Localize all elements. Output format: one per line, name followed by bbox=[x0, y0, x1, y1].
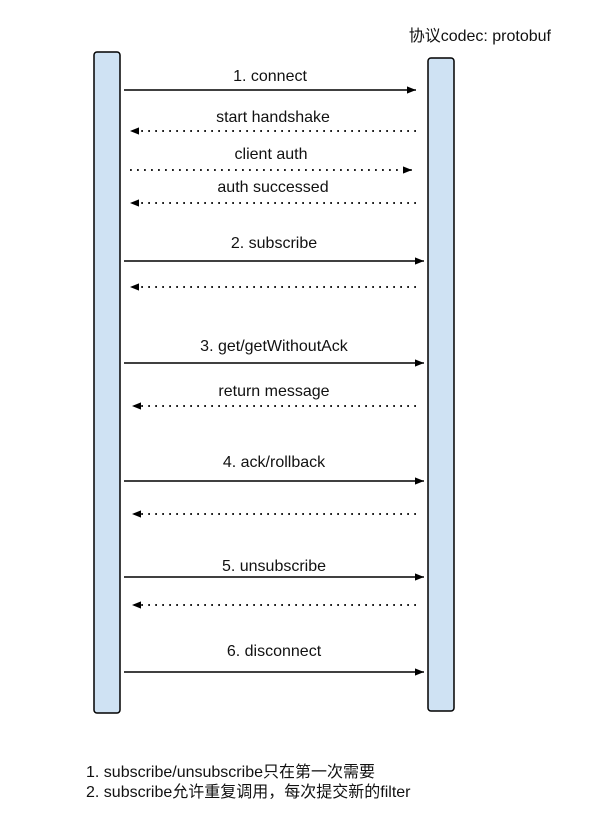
message-label-client-auth: client auth bbox=[235, 146, 308, 163]
message-label-unsubscribe: 5. unsubscribe bbox=[222, 558, 326, 575]
messages-layer: 1. connect start handshake client auth auth… bbox=[124, 68, 424, 676]
client-lifeline bbox=[93, 51, 121, 714]
server-lifeline bbox=[427, 57, 455, 712]
codec-title: 协议codec: protobuf bbox=[408, 28, 551, 45]
message-label-connect: 1. connect bbox=[233, 68, 307, 85]
note-item: 2. subscribe允许重复调用，每次提交新的filter bbox=[86, 784, 411, 801]
message-label-auth-successed: auth successed bbox=[217, 179, 328, 196]
message-label-subscribe: 2. subscribe bbox=[231, 235, 317, 252]
notes: 1. subscribe/unsubscribe只在第一次需要 2. subsc… bbox=[86, 763, 411, 803]
message-label-return-message: return message bbox=[218, 383, 329, 400]
note-item: 1. subscribe/unsubscribe只在第一次需要 bbox=[86, 764, 375, 781]
message-label-ack: 4. ack/rollback bbox=[223, 454, 326, 471]
message-label-get: 3. get/getWithoutAck bbox=[200, 338, 349, 355]
message-label-disconnect: 6. disconnect bbox=[227, 643, 322, 660]
message-label-start-handshake: start handshake bbox=[216, 109, 330, 126]
